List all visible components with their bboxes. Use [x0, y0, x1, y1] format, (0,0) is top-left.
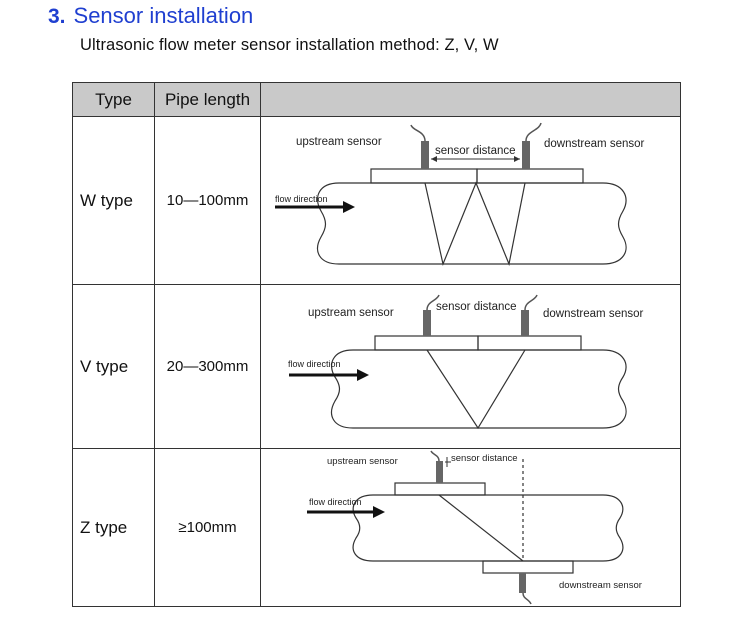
- table-row-v-type: V type 20—300mm: [72, 284, 681, 449]
- column-header-type: Type: [72, 82, 155, 117]
- upstream-sensor-rail: [394, 482, 486, 496]
- sensor-distance-label: sensor distance: [451, 453, 518, 464]
- pipe-length-cell: 10—100mm: [154, 116, 261, 285]
- upstream-sensor-icon: [423, 294, 440, 336]
- downstream-sensor-icon: [519, 573, 532, 605]
- upstream-sensor-label: upstream sensor: [327, 456, 398, 467]
- sensor-distance-arrow: [445, 457, 451, 467]
- flow-direction-label: flow direction: [288, 359, 341, 369]
- sensor-rail-left: [370, 168, 478, 184]
- pipe-length-cell: 20—300mm: [154, 284, 261, 449]
- sensor-distance-label: sensor distance: [436, 301, 517, 313]
- pipe-break-left: [352, 494, 374, 562]
- diagram-cell: upstream sensor downstream sensor sensor…: [260, 116, 681, 285]
- type-cell: Z type: [72, 448, 155, 607]
- flow-direction-arrow: [307, 506, 385, 518]
- v-type-installation-diagram: upstream sensor downstream sensor sensor…: [288, 294, 644, 430]
- pipe-break-right: [602, 182, 627, 265]
- upstream-sensor-icon: [410, 124, 429, 169]
- flow-direction-label: flow direction: [309, 497, 362, 507]
- column-header-pipe-length: Pipe length: [154, 82, 261, 117]
- upstream-sensor-label: upstream sensor: [296, 136, 382, 148]
- z-type-installation-diagram: upstream sensor downstream sensor sensor…: [307, 450, 642, 605]
- pipe-break-right: [602, 349, 627, 429]
- downstream-sensor-label: downstream sensor: [559, 580, 642, 591]
- sensor-distance-label: sensor distance: [435, 145, 516, 157]
- sensor-rail-right: [477, 335, 582, 351]
- type-cell: W type: [72, 116, 155, 285]
- diagram-cell: upstream sensor downstream sensor sensor…: [260, 284, 681, 449]
- pipe-break-left: [317, 182, 340, 265]
- flow-direction-label: flow direction: [275, 194, 328, 204]
- downstream-sensor-icon: [521, 294, 538, 336]
- downstream-sensor-label: downstream sensor: [543, 308, 644, 320]
- section-number: 3.: [48, 5, 66, 28]
- section-subtitle: Ultrasonic flow meter sensor installatio…: [80, 36, 499, 54]
- v-signal-path: [426, 349, 526, 430]
- sensor-distance-arrow: [431, 156, 520, 162]
- installation-table: Type Pipe length W type 10—100mm: [72, 82, 681, 607]
- z-signal-path: [438, 494, 524, 562]
- diagram-cell: upstream sensor downstream sensor sensor…: [260, 448, 681, 607]
- type-cell: V type: [72, 284, 155, 449]
- sensor-rail-left: [374, 335, 479, 351]
- section-heading: 3. Sensor installation: [48, 3, 253, 33]
- table-header-row: Type Pipe length: [72, 82, 681, 117]
- flow-direction-arrow: [275, 201, 355, 213]
- w-signal-path: [424, 181, 526, 267]
- upstream-sensor-label: upstream sensor: [308, 307, 394, 319]
- pipe-break-right: [602, 494, 624, 562]
- downstream-sensor-icon: [522, 122, 542, 169]
- upstream-sensor-icon: [430, 450, 443, 483]
- column-header-diagram: [260, 82, 681, 117]
- table-row-z-type: Z type ≥100mm: [72, 448, 681, 607]
- downstream-sensor-label: downstream sensor: [544, 138, 645, 150]
- w-type-installation-diagram: upstream sensor downstream sensor sensor…: [275, 122, 645, 267]
- flow-direction-arrow: [289, 369, 369, 381]
- sensor-rail-right: [476, 168, 584, 184]
- table-row-w-type: W type 10—100mm: [72, 116, 681, 285]
- section-title: Sensor installation: [73, 3, 254, 28]
- pipe-break-left: [331, 349, 354, 429]
- downstream-sensor-rail: [482, 560, 574, 574]
- pipe-length-cell: ≥100mm: [154, 448, 261, 607]
